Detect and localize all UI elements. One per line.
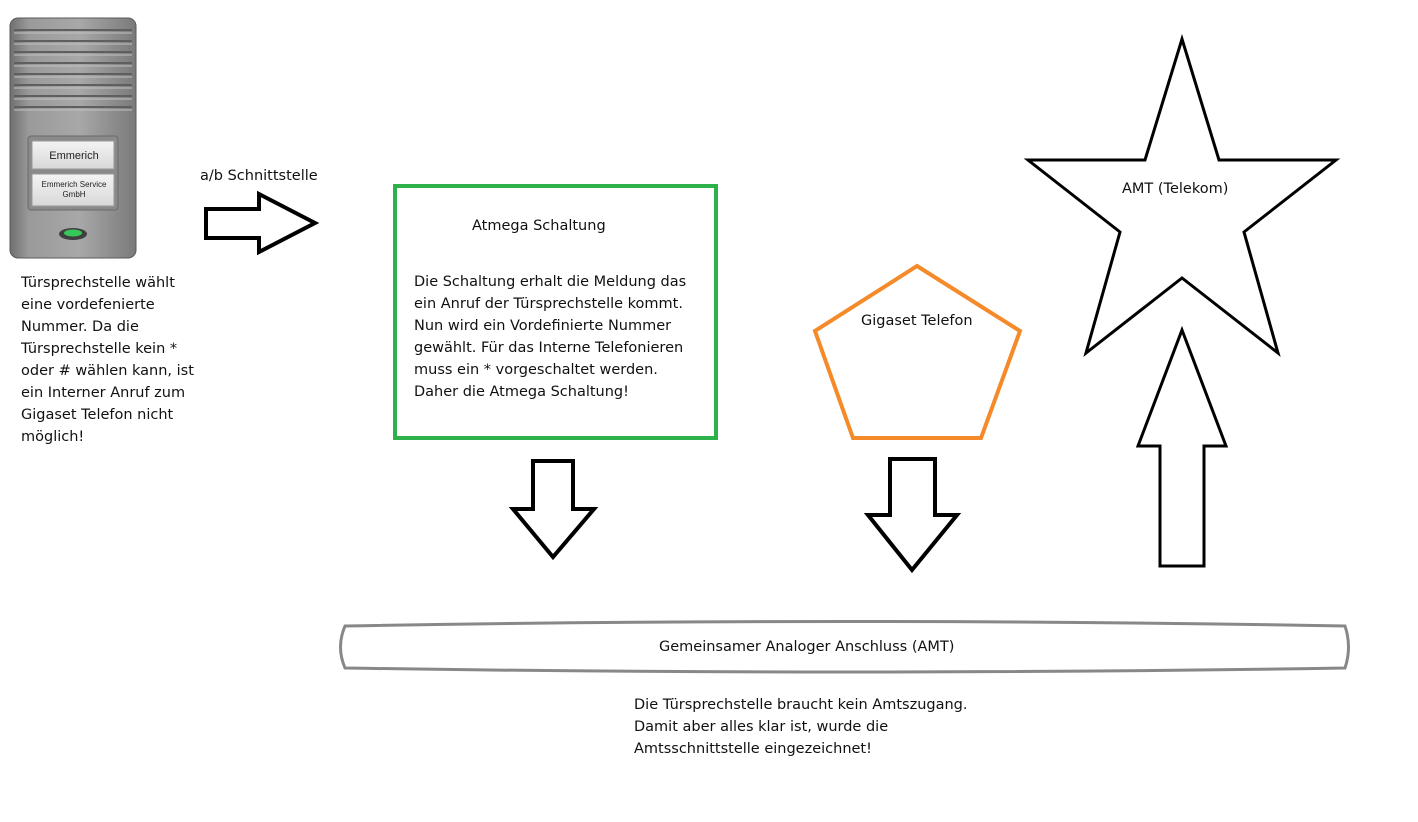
intercom-plate-name: Emmerich — [49, 150, 99, 162]
atmega-box — [393, 184, 718, 440]
gigaset-label: Gigaset Telefon — [861, 313, 973, 329]
intercom-description: Türsprechstelle wählt eine vordefenierte… — [21, 275, 194, 445]
shared-line-label: Gemeinsamer Analoger Anschluss (AMT) — [659, 639, 955, 655]
intercom-device-image: Emmerich Emmerich Service GmbH — [9, 17, 137, 259]
gigaset-down-arrow — [863, 457, 962, 574]
gigaset-pentagon — [812, 263, 1023, 440]
atmega-down-arrow — [508, 459, 599, 561]
intercom-name-plate — [31, 140, 115, 170]
footnote-text: Die Türsprechstelle braucht kein Amtszug… — [634, 697, 968, 757]
amt-up-arrow — [1135, 325, 1229, 568]
intercom-company-plate — [31, 173, 115, 207]
interface-arrow-right — [204, 190, 320, 256]
amt-star — [1023, 33, 1341, 357]
amt-label: AMT (Telekom) — [1122, 181, 1229, 197]
atmega-description: Die Schaltung erhalt die Meldung das ein… — [414, 274, 687, 400]
atmega-title: Atmega Schaltung — [472, 218, 606, 234]
interface-label: a/b Schnittstelle — [200, 168, 318, 184]
intercom-plate-company-line1: Emmerich Service — [42, 180, 107, 189]
shared-line-shape — [339, 620, 1350, 674]
intercom-speaker-grille — [14, 29, 132, 108]
intercom-plate-company-line2: GmbH — [62, 190, 85, 199]
